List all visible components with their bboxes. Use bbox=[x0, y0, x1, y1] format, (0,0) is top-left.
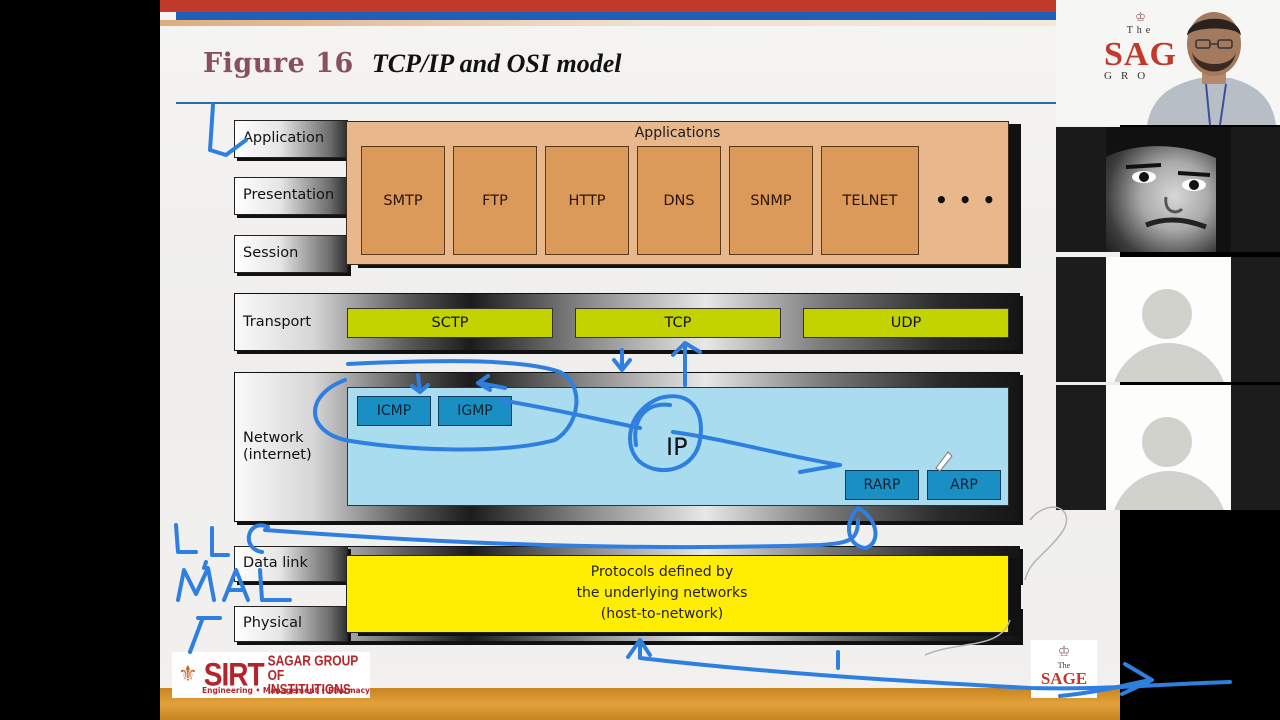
more-protocols-ellipsis: • • • bbox=[935, 188, 998, 212]
sirt-wordmark: SIRT bbox=[203, 656, 265, 693]
sirt-tagline: Engineering • Management • Pharmacy bbox=[202, 686, 370, 695]
sagar-group-line2: OF INSTITUTIONS bbox=[267, 666, 351, 698]
slide-title: Figure 16 TCP/IP and OSI model bbox=[203, 48, 621, 79]
avatar-head-icon bbox=[1142, 289, 1192, 339]
avatar-head-icon bbox=[1142, 417, 1192, 467]
sage-logo-word: SAGE bbox=[1040, 669, 1088, 688]
osi-layer-session: Session bbox=[234, 235, 348, 273]
osi-layer-application: Application bbox=[234, 120, 348, 158]
protocol-sctp: SCTP bbox=[347, 308, 553, 338]
protocol-igmp: IGMP bbox=[438, 396, 512, 426]
host-logo-sub: The bbox=[1126, 25, 1155, 36]
participant-2-video bbox=[1106, 127, 1231, 252]
network-label-line2: (internet) bbox=[243, 447, 312, 464]
host-person-video bbox=[1147, 12, 1276, 125]
protocol-snmp: SNMP bbox=[729, 146, 813, 255]
crown-icon: ♔ bbox=[1135, 10, 1146, 24]
host-to-network-line3: (host-to-network) bbox=[600, 606, 724, 622]
avatar-body-icon bbox=[1111, 471, 1227, 510]
protocol-udp: UDP bbox=[803, 308, 1009, 338]
host-logo-group: GRO bbox=[1104, 70, 1155, 82]
protocol-smtp: SMTP bbox=[361, 146, 445, 255]
avatar-body-icon bbox=[1111, 343, 1227, 382]
host-to-network-line1: Protocols defined by bbox=[590, 564, 734, 580]
video-tile-participant-4[interactable] bbox=[1056, 385, 1280, 510]
protocol-http: HTTP bbox=[545, 146, 629, 255]
presentation-slide: Figure 16 TCP/IP and OSI model Applicati… bbox=[160, 0, 1120, 720]
sage-logo: ♔ The SAGE bbox=[1031, 640, 1097, 698]
sage-crown-icon: ♔ bbox=[1057, 645, 1071, 660]
sagar-group-wordmark: SAGAR GROUP OF INSTITUTIONS bbox=[268, 653, 370, 696]
avatar-placeholder bbox=[1106, 385, 1231, 510]
figure-title: TCP/IP and OSI model bbox=[371, 49, 622, 78]
protocol-ftp: FTP bbox=[453, 146, 537, 255]
protocol-rarp: RARP bbox=[845, 470, 919, 500]
avatar-placeholder bbox=[1106, 257, 1231, 382]
protocol-arp: ARP bbox=[927, 470, 1001, 500]
video-tile-host[interactable]: ♔ The SAG GRO bbox=[1056, 0, 1280, 125]
top-gradient-bar bbox=[160, 20, 1120, 26]
emblem-icon: ⚜ bbox=[178, 662, 198, 687]
network-layer-body: ICMP IGMP IP RARP ARP bbox=[347, 387, 1009, 506]
figure-label: Figure 16 bbox=[203, 48, 354, 79]
network-layer: Network (internet) ICMP IGMP IP RARP ARP bbox=[234, 372, 1020, 522]
title-divider bbox=[176, 102, 1056, 104]
top-red-bar bbox=[160, 0, 1120, 12]
applications-title: Applications bbox=[634, 125, 721, 141]
protocol-ip: IP bbox=[666, 433, 688, 461]
application-layer: Applications SMTP FTP HTTP DNS SNMP TELN… bbox=[346, 121, 1009, 265]
transport-label: Transport bbox=[243, 314, 312, 330]
sagar-group-line1: SAGAR GROUP bbox=[267, 652, 359, 669]
transport-layer: Transport SCTP TCP UDP bbox=[234, 293, 1020, 351]
protocol-icmp: ICMP bbox=[357, 396, 431, 426]
protocol-dns: DNS bbox=[637, 146, 721, 255]
sirt-logo: ⚜ SIRT SAGAR GROUP OF INSTITUTIONS Engin… bbox=[172, 652, 370, 698]
video-tile-participant-3[interactable] bbox=[1056, 257, 1280, 382]
host-background-logo: ♔ The SAG GRO bbox=[1104, 10, 1177, 82]
host-logo-word: SAG bbox=[1104, 36, 1177, 73]
host-to-network-layer: Protocols defined by the underlying netw… bbox=[346, 555, 1009, 633]
top-blue-bar bbox=[176, 12, 1120, 20]
osi-layer-presentation: Presentation bbox=[234, 177, 348, 215]
network-label-line1: Network bbox=[243, 430, 304, 446]
osi-layer-data-link: Data link bbox=[234, 546, 348, 582]
protocol-tcp: TCP bbox=[575, 308, 781, 338]
host-to-network-line2: the underlying networks bbox=[576, 585, 748, 601]
osi-layer-physical: Physical bbox=[234, 606, 348, 642]
network-label: Network (internet) bbox=[243, 430, 312, 465]
video-tile-participant-2[interactable] bbox=[1056, 127, 1280, 252]
protocol-telnet: TELNET bbox=[821, 146, 919, 255]
